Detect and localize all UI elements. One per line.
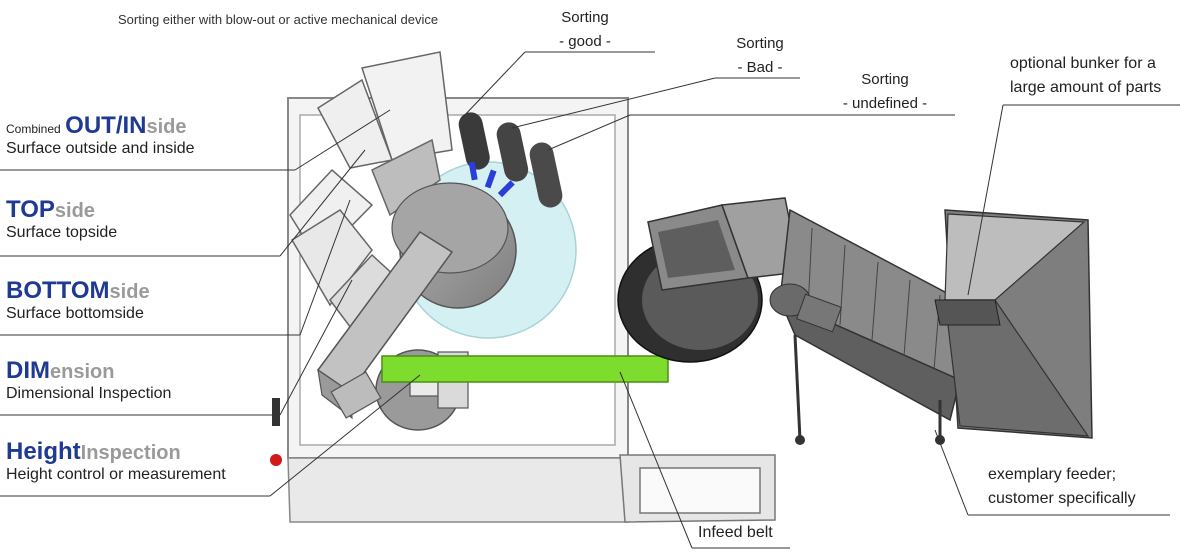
sorting-good-line2: - good -: [559, 33, 611, 50]
inspection-dim-strong: DIM: [6, 357, 50, 384]
inclined-conveyor: [769, 208, 961, 445]
inspection-height-strong: Height: [6, 438, 81, 465]
bunker-line2: large amount of parts: [1010, 79, 1162, 96]
inspection-top-strong: TOP: [6, 196, 55, 223]
sorting-good-label: Sorting - good -: [545, 6, 625, 54]
feeder-line2: customer specifically: [988, 490, 1136, 507]
sorting-bad-line1: Sorting: [736, 35, 784, 52]
sorting-bad-label: Sorting - Bad -: [720, 32, 800, 80]
top-note: Sorting either with blow-out or active m…: [118, 12, 439, 27]
infeed-label: Infeed belt: [698, 524, 773, 541]
inspection-outin-prefix: Combined: [6, 122, 61, 136]
inspection-bottom-desc: Surface bottomside: [6, 305, 144, 322]
bunker-label: optional bunker for a large amount of pa…: [1010, 52, 1161, 100]
sorting-bad-line2: - Bad -: [737, 59, 783, 76]
inspection-top-desc: Surface topside: [6, 224, 118, 241]
inspection-bottom-rest: side: [109, 281, 150, 303]
sorting-nozzles: [458, 112, 563, 208]
inspection-height: HeightInspection Height control or measu…: [6, 438, 226, 484]
inspection-top: TOPside Surface topside: [6, 196, 117, 242]
inspection-dim-desc: Dimensional Inspection: [6, 385, 172, 402]
inspection-outin-desc: Surface outside and inside: [6, 140, 195, 157]
inspection-height-rest: Inspection: [80, 442, 181, 464]
inspection-bottom: BOTTOMside Surface bottomside: [6, 277, 150, 323]
sorting-undefined-line2: - undefined -: [842, 95, 928, 112]
feeder-chute: [647, 197, 801, 291]
sorting-good-line1: Sorting: [561, 9, 609, 26]
inspection-dim-rest: ension: [50, 361, 115, 383]
infeed-belt: [381, 355, 669, 383]
bunker-line1: optional bunker for a: [1010, 55, 1156, 72]
feeder-label: exemplary feeder; customer specifically: [988, 463, 1136, 511]
inspection-dim: DIMension Dimensional Inspection: [6, 357, 171, 403]
door-handle: [272, 398, 280, 426]
inspection-outin-strong: OUT/IN: [65, 112, 147, 139]
bunker-hopper: [934, 209, 1093, 439]
inspection-outin-rest: side: [146, 116, 187, 138]
inspection-outin: Combined OUT/INside Surface outside and …: [6, 112, 195, 158]
emergency-stop-icon: [270, 454, 282, 466]
inspection-top-rest: side: [54, 200, 95, 222]
feeder-line1: exemplary feeder;: [988, 466, 1117, 483]
sorting-undefined-label: Sorting - undefined -: [825, 68, 945, 116]
leader-lines: [0, 51, 1180, 549]
sorting-undefined-line1: Sorting: [861, 71, 909, 88]
inspection-bottom-strong: BOTTOM: [6, 277, 110, 304]
inspection-height-desc: Height control or measurement: [6, 466, 226, 483]
